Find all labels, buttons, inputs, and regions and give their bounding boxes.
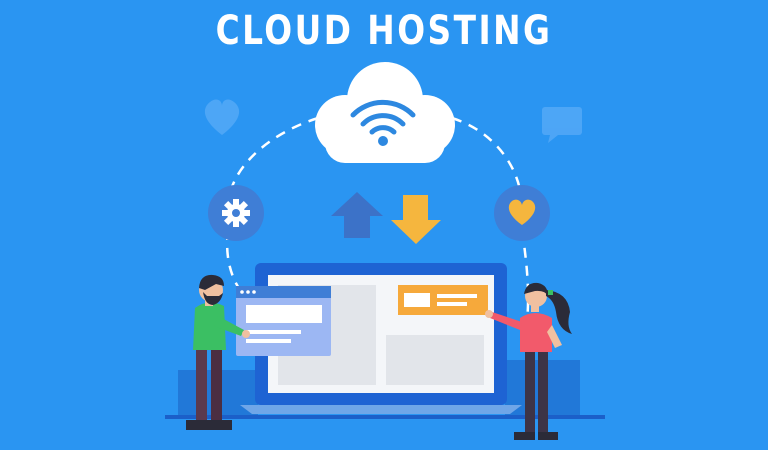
content-card [398,285,488,315]
favorite-circle [494,185,550,241]
wifi-cloud-icon [315,62,455,163]
heart-icon [508,199,536,225]
woman-figure [485,282,572,440]
upload-arrow-icon [331,192,383,238]
browser-window [236,286,331,356]
page-title: CLOUD HOSTING [215,8,553,54]
man-figure [186,274,250,430]
download-arrow-icon [391,195,441,244]
floor-line [165,415,605,419]
chat-bubble-icon [542,107,582,143]
settings-circle [208,185,264,241]
heart-icon [204,99,240,135]
gear-icon [222,199,250,227]
